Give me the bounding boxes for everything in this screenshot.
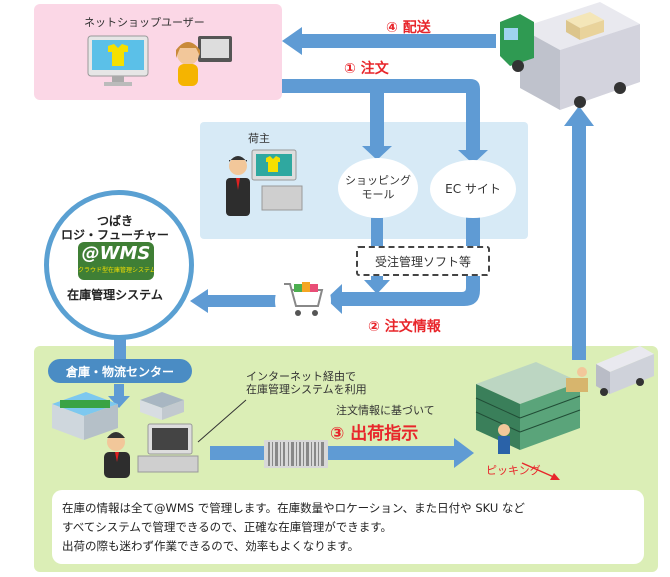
businessman-computer-icon <box>226 149 303 216</box>
based-on-label: 注文情報に基づいて <box>336 404 435 417</box>
ec-site-oval: EC サイト <box>430 160 516 218</box>
step-order-label: ① 注文 <box>344 61 389 77</box>
ec-site-label: EC サイト <box>445 182 501 196</box>
wms-logo-text: @WMS <box>81 243 151 264</box>
arrow-up-truck <box>572 124 586 360</box>
note-line-2: すべてシステムで管理できるので、正確な在庫管理ができます。 <box>62 520 393 534</box>
note-line-1: 在庫の情報は全て@WMS で管理します。在庫数量やロケーション、また日付や SK… <box>62 501 525 515</box>
wms-caption: 在庫管理システム <box>67 288 163 302</box>
internet-note: インターネット経由で 在庫管理システムを利用 <box>246 370 367 396</box>
note-line-3: 出荷の際も迷わず作業できるので、効率もよくなります。 <box>62 539 360 553</box>
order-software-label: 受注管理ソフト等 <box>374 254 471 269</box>
user-at-computer-icon <box>176 36 232 86</box>
arrow-order <box>282 79 480 150</box>
step-order-info-label: ② 注文情報 <box>368 319 441 335</box>
arrow-ship-instruction <box>210 446 456 460</box>
shopping-mall-oval: ショッピングモール <box>338 158 418 218</box>
shipper-title: 荷主 <box>248 132 270 145</box>
mall-line-1: ショッピング <box>345 174 411 187</box>
barcode-icon <box>264 440 328 468</box>
step-ship-instruction-label: ③ 出荷指示 <box>330 424 419 444</box>
warehouse-building-icon <box>52 392 184 440</box>
internet-note-line-1: インターネット経由で <box>246 370 356 383</box>
mall-line-2: モール <box>361 188 395 201</box>
user-region <box>34 4 282 100</box>
arrow-order-head-ec <box>458 150 488 164</box>
arrow-ec-cart <box>342 216 480 306</box>
picking-shelves-icon <box>475 362 581 454</box>
forklift-truck-icon <box>566 346 654 396</box>
wms-logo: @WMS クラウド型在庫管理システム <box>78 242 154 280</box>
note-box: 在庫の情報は全て@WMS で管理します。在庫数量やロケーション、また日付や SK… <box>52 490 644 564</box>
wms-logo-sub: クラウド型在庫管理システム <box>78 267 154 274</box>
user-box-title: ネットショップユーザー <box>84 16 205 29</box>
shopping-cart-icon <box>275 273 331 329</box>
step-delivery-label: ④ 配送 <box>386 20 431 36</box>
wms-line2: ロジ・フューチャー <box>61 228 169 242</box>
monitor-shirt-icon <box>87 35 149 86</box>
arrow-order-head-mall <box>362 146 392 160</box>
arrow-delivery <box>300 34 496 48</box>
arrow-delivery-head <box>282 27 302 55</box>
order-software-box: 受注管理ソフト等 <box>356 246 490 276</box>
staff-computer-icon <box>104 423 199 478</box>
picking-label: ピッキング <box>486 464 541 477</box>
arrow-cart-wms <box>206 295 276 307</box>
internet-note-line-2: 在庫管理システムを利用 <box>246 383 367 396</box>
warehouse-label: 倉庫・物流センター <box>48 359 192 383</box>
wms-line1: つばき <box>96 214 133 228</box>
warehouse-label-text: 倉庫・物流センター <box>65 364 174 379</box>
delivery-truck-icon <box>500 2 640 110</box>
